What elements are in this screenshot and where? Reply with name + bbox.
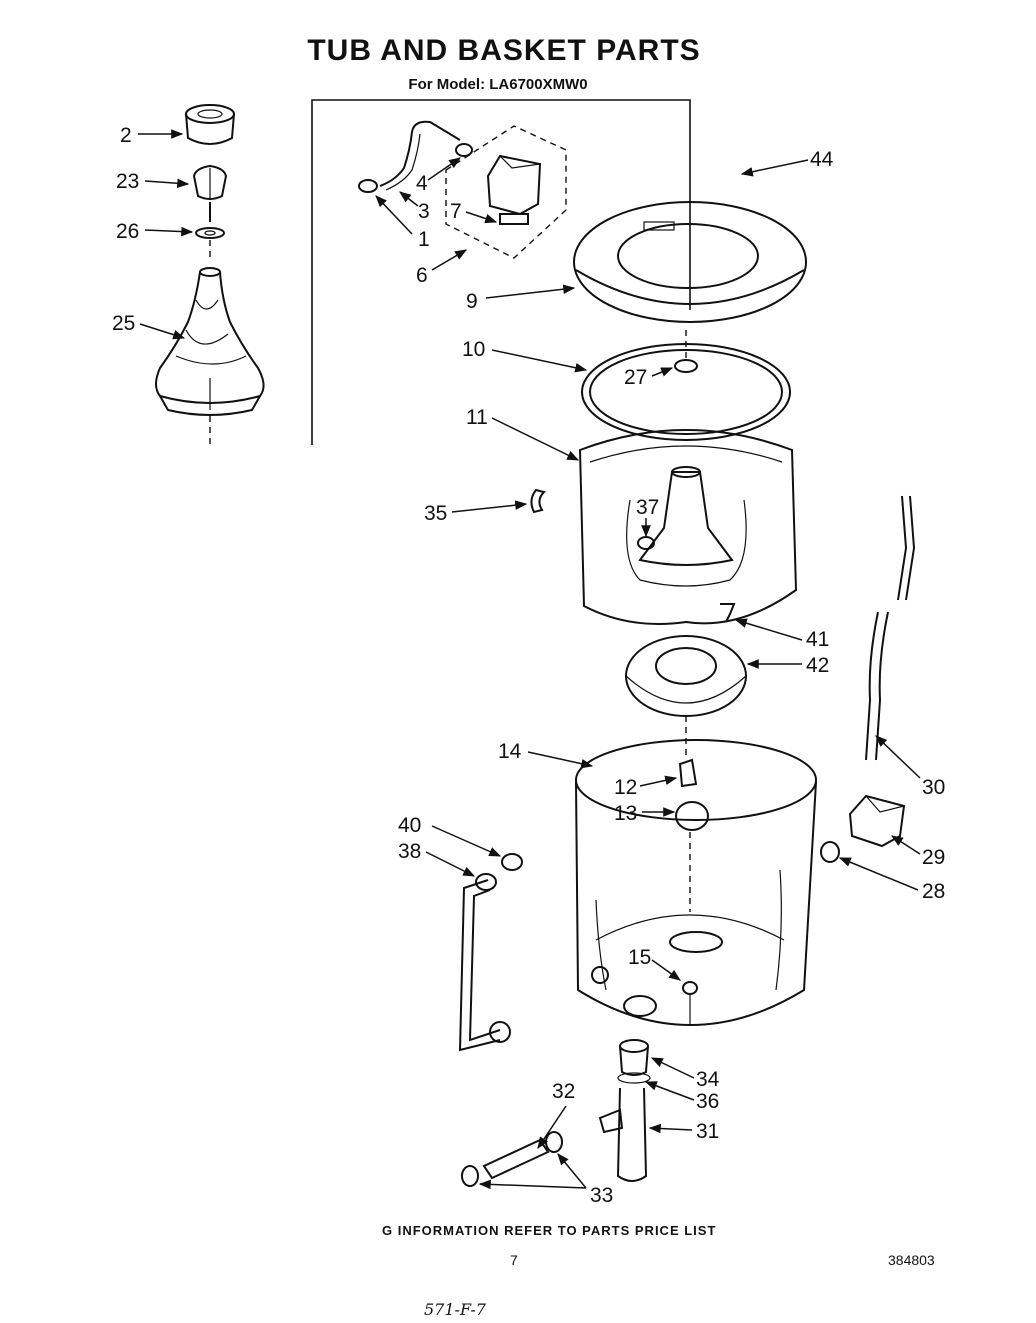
leader-38 bbox=[425, 851, 476, 877]
callout-11: 11 bbox=[466, 406, 488, 429]
dispenser-frame bbox=[445, 125, 567, 259]
callout-12: 12 bbox=[614, 776, 637, 799]
callout-29: 29 bbox=[922, 846, 945, 869]
leader-11 bbox=[491, 417, 580, 461]
dispenser-valve bbox=[486, 154, 542, 225]
tub-bolt bbox=[682, 981, 698, 1024]
leader-6 bbox=[431, 249, 468, 271]
pump-impeller-plate bbox=[625, 635, 747, 756]
callout-34: 34 bbox=[696, 1068, 720, 1091]
leader-41 bbox=[734, 618, 803, 641]
dispenser-hose bbox=[358, 120, 473, 193]
leader-10 bbox=[491, 349, 588, 373]
callout-32: 32 bbox=[552, 1080, 575, 1103]
leader-1 bbox=[375, 195, 413, 235]
spin-basket bbox=[578, 429, 798, 625]
callout-3: 3 bbox=[418, 200, 430, 223]
callout-15: 15 bbox=[628, 946, 651, 969]
footer-note: G INFORMATION REFER TO PARTS PRICE LIST bbox=[382, 1223, 717, 1238]
leader-12 bbox=[639, 775, 678, 787]
leader-36 bbox=[644, 1081, 695, 1101]
callout-1: 1 bbox=[418, 228, 430, 251]
leader-34 bbox=[650, 1057, 695, 1079]
leader-7 bbox=[465, 211, 498, 224]
callout-37: 37 bbox=[636, 496, 659, 519]
leader-33a bbox=[478, 1179, 587, 1190]
handwritten-note: 571-F-7 bbox=[424, 1300, 486, 1319]
leader-32 bbox=[537, 1105, 567, 1149]
basket-drive-nut bbox=[674, 330, 698, 373]
leader-28 bbox=[838, 857, 919, 891]
callout-7: 7 bbox=[450, 200, 462, 223]
callout-40: 40 bbox=[398, 814, 421, 837]
leader-26 bbox=[144, 226, 194, 237]
callout-23: 23 bbox=[116, 170, 139, 193]
dome-grommet bbox=[820, 841, 840, 863]
leader-40 bbox=[431, 825, 502, 857]
callout-38: 38 bbox=[398, 840, 421, 863]
page-number: 7 bbox=[510, 1252, 518, 1268]
callout-35: 35 bbox=[424, 502, 447, 525]
agitator-body bbox=[155, 267, 265, 446]
agitator-cap bbox=[185, 104, 235, 145]
leader-29 bbox=[890, 835, 921, 855]
callout-30: 30 bbox=[922, 776, 945, 799]
callout-14: 14 bbox=[498, 740, 522, 763]
callout-13: 13 bbox=[614, 802, 637, 825]
callout-9: 9 bbox=[466, 290, 478, 313]
outer-tub bbox=[575, 739, 817, 1026]
callout-42: 42 bbox=[806, 654, 829, 677]
leader-4 bbox=[427, 157, 461, 181]
callout-44: 44 bbox=[810, 148, 834, 171]
leader-15 bbox=[651, 959, 681, 981]
leader-25 bbox=[139, 323, 186, 340]
callout-10: 10 bbox=[462, 338, 485, 361]
document-number: 384803 bbox=[888, 1252, 935, 1268]
callout-36: 36 bbox=[696, 1090, 719, 1113]
pressure-tube bbox=[865, 495, 916, 761]
basket-drive-tool bbox=[720, 603, 736, 623]
leader-33b bbox=[557, 1153, 587, 1189]
callout-28: 28 bbox=[922, 880, 945, 903]
leader-31 bbox=[648, 1123, 693, 1134]
drain-hose-loop bbox=[458, 853, 523, 1052]
leader-30 bbox=[875, 735, 921, 779]
callout-33: 33 bbox=[590, 1184, 613, 1207]
leader-35 bbox=[451, 500, 528, 513]
leader-27 bbox=[651, 367, 674, 377]
callout-26: 26 bbox=[116, 220, 139, 243]
leader-44 bbox=[740, 159, 809, 177]
callout-4: 4 bbox=[416, 172, 428, 195]
callout-31: 31 bbox=[696, 1120, 719, 1143]
agitator-stud-washer bbox=[195, 202, 225, 262]
drain-hose-connector bbox=[461, 1131, 563, 1187]
callout-6: 6 bbox=[416, 264, 428, 287]
page-title: TUB AND BASKET PARTS bbox=[307, 34, 701, 67]
callout-27: 27 bbox=[624, 366, 647, 389]
leader-9 bbox=[485, 284, 576, 299]
callout-25: 25 bbox=[112, 312, 135, 335]
splash-guard-ring bbox=[573, 201, 807, 323]
model-subtitle: For Model: LA6700XMW0 bbox=[408, 76, 588, 93]
leader-14 bbox=[527, 751, 594, 769]
detail-frame-line bbox=[311, 99, 691, 445]
sealing-ring bbox=[581, 343, 791, 441]
callout-41: 41 bbox=[806, 628, 829, 651]
basket-clip bbox=[530, 488, 546, 514]
tub-drain-parts bbox=[598, 1039, 651, 1182]
leader-3 bbox=[399, 191, 419, 207]
callout-2: 2 bbox=[120, 124, 132, 147]
tub-spin-tube-parts bbox=[675, 758, 709, 912]
agitator-cam bbox=[192, 164, 228, 200]
leader-23 bbox=[144, 178, 190, 189]
